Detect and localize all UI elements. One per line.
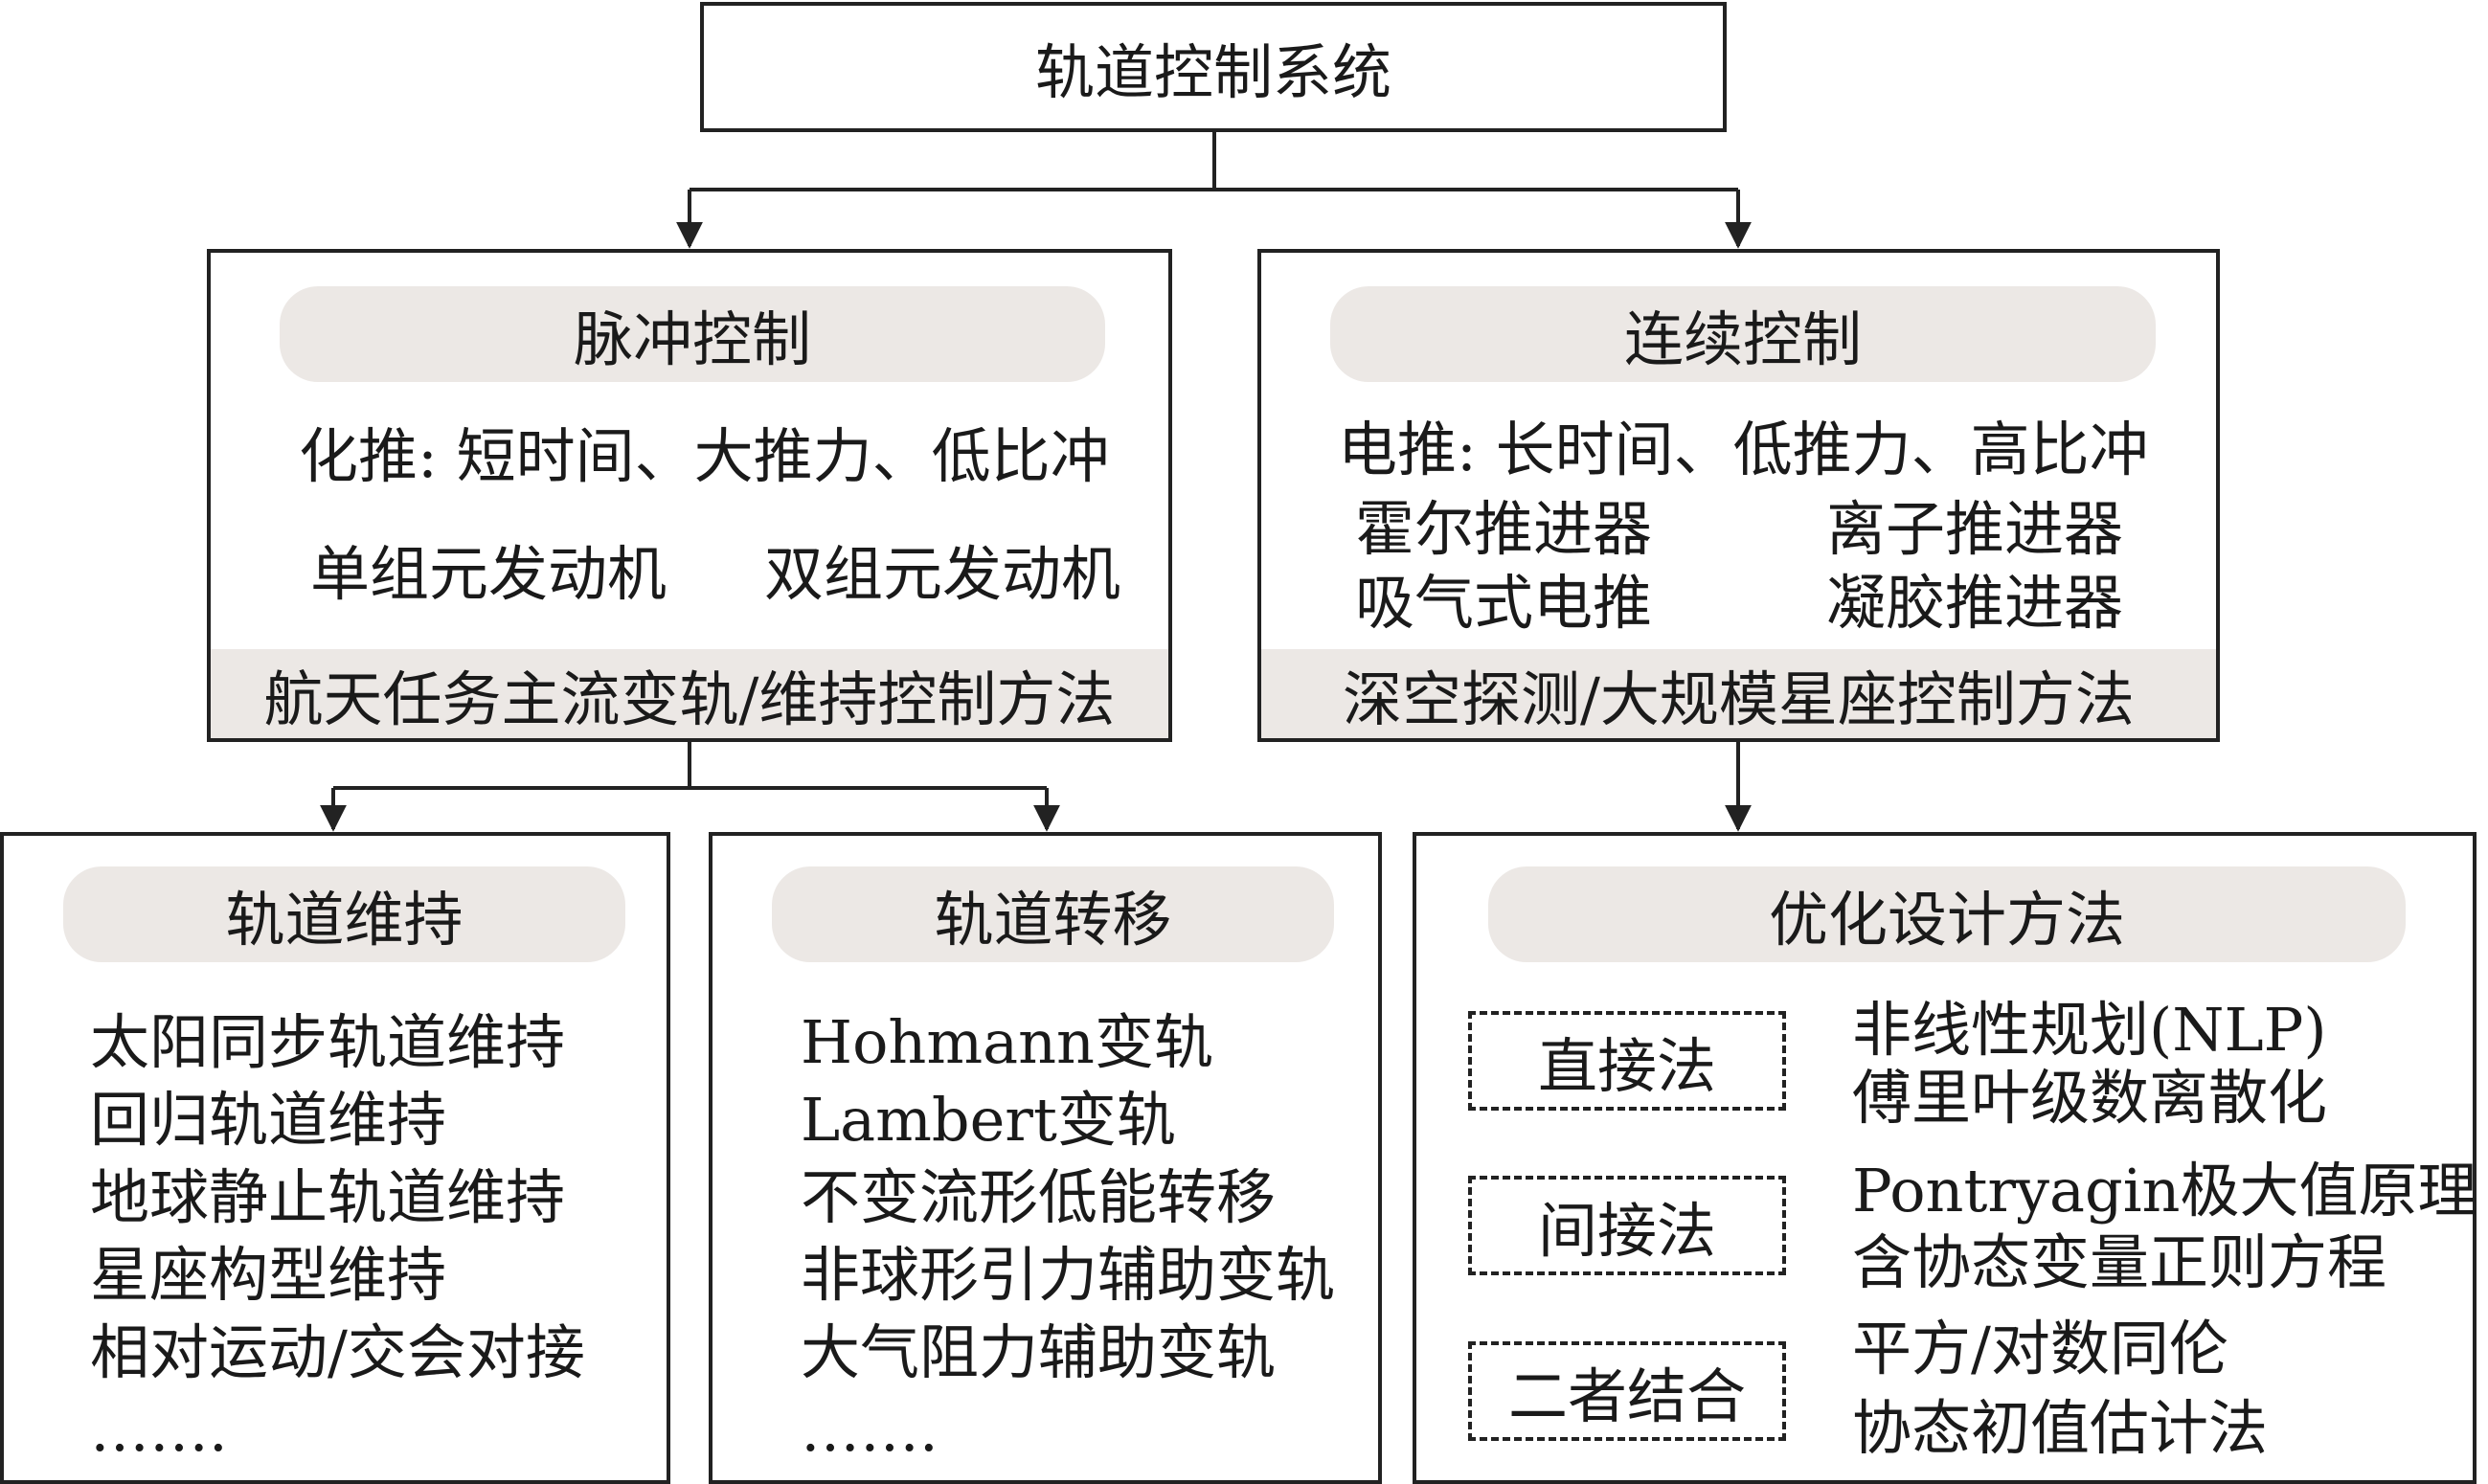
continuous-title: 连续控制: [1330, 286, 2156, 382]
continuous-desc: 电推: 长时间、低推力、高比冲: [1338, 415, 2149, 484]
root-node: 轨道控制系统: [700, 2, 1727, 132]
list-item: 回归轨道维持: [90, 1085, 447, 1155]
method-combined-box: 二者结合: [1468, 1341, 1786, 1441]
thruster-ion: 离子推进器: [1826, 494, 2124, 564]
list-item: Lambert变轨: [801, 1085, 1176, 1155]
impulse-title: 脉冲控制: [280, 286, 1105, 382]
list-item: 非球形引力辅助变轨: [801, 1240, 1336, 1310]
impulse-desc: 化推: 短时间、大推力、低比冲: [299, 421, 1110, 491]
method-indirect-line2: 含协态变量正则方程: [1852, 1227, 2387, 1297]
method-direct-line2: 傅里叶级数离散化: [1852, 1063, 2328, 1133]
thruster-gel: 凝胶推进器: [1826, 568, 2124, 638]
method-combined-line2: 协态初值估计法: [1852, 1393, 2269, 1463]
thruster-air-breathing: 吸气式电推: [1355, 568, 1653, 638]
optimization-title: 优化设计方法: [1488, 866, 2406, 962]
method-combined-line1: 平方/对数同伦: [1852, 1314, 2228, 1383]
list-item: Hohmann变轨: [801, 1007, 1213, 1077]
method-direct-line1: 非线性规划(NLP): [1852, 995, 2327, 1065]
list-item: 太阳同步轨道维持: [90, 1007, 566, 1077]
impulse-engine-mono: 单组元发动机: [310, 539, 667, 609]
orbit-maintenance-node: 轨道维持 太阳同步轨道维持 回归轨道维持 地球静止轨道维持 星座构型维持 相对运…: [0, 832, 670, 1484]
root-title: 轨道控制系统: [1034, 37, 1391, 107]
list-item: …….: [90, 1395, 228, 1465]
method-indirect-box: 间接法: [1468, 1176, 1786, 1275]
transfer-title: 轨道转移: [772, 866, 1334, 962]
impulse-control-node: 脉冲控制 化推: 短时间、大推力、低比冲 单组元发动机 双组元发动机 航天任务主…: [207, 249, 1172, 742]
transfer-list: Hohmann变轨 Lambert变轨 不变流形低能转移 非球形引力辅助变轨 大…: [801, 1003, 1335, 1469]
list-item: 星座构型维持: [90, 1240, 447, 1310]
thruster-hall: 霍尔推进器: [1355, 494, 1653, 564]
list-item: …….: [801, 1395, 939, 1465]
impulse-footer: 航天任务主流变轨/维持控制方法: [211, 649, 1168, 738]
list-item: 地球静止轨道维持: [90, 1162, 566, 1232]
list-item: 不变流形低能转移: [801, 1162, 1277, 1232]
orbit-transfer-node: 轨道转移 Hohmann变轨 Lambert变轨 不变流形低能转移 非球形引力辅…: [709, 832, 1382, 1484]
continuous-footer: 深空探测/大规模星座控制方法: [1261, 649, 2216, 738]
optimization-node: 优化设计方法 直接法 非线性规划(NLP) 傅里叶级数离散化 间接法 Pontr…: [1413, 832, 2477, 1484]
list-item: 大气阻力辅助变轨: [801, 1317, 1277, 1387]
impulse-engine-bi: 双组元发动机: [764, 539, 1121, 609]
method-direct-box: 直接法: [1468, 1011, 1786, 1111]
maintenance-title: 轨道维持: [63, 866, 625, 962]
list-item: 相对运动/交会对接: [90, 1317, 585, 1387]
method-indirect-line1: Pontryagin极大值原理: [1852, 1156, 2477, 1225]
maintenance-list: 太阳同步轨道维持 回归轨道维持 地球静止轨道维持 星座构型维持 相对运动/交会对…: [90, 1003, 585, 1469]
continuous-control-node: 连续控制 电推: 长时间、低推力、高比冲 霍尔推进器 离子推进器 吸气式电推 凝…: [1257, 249, 2220, 742]
